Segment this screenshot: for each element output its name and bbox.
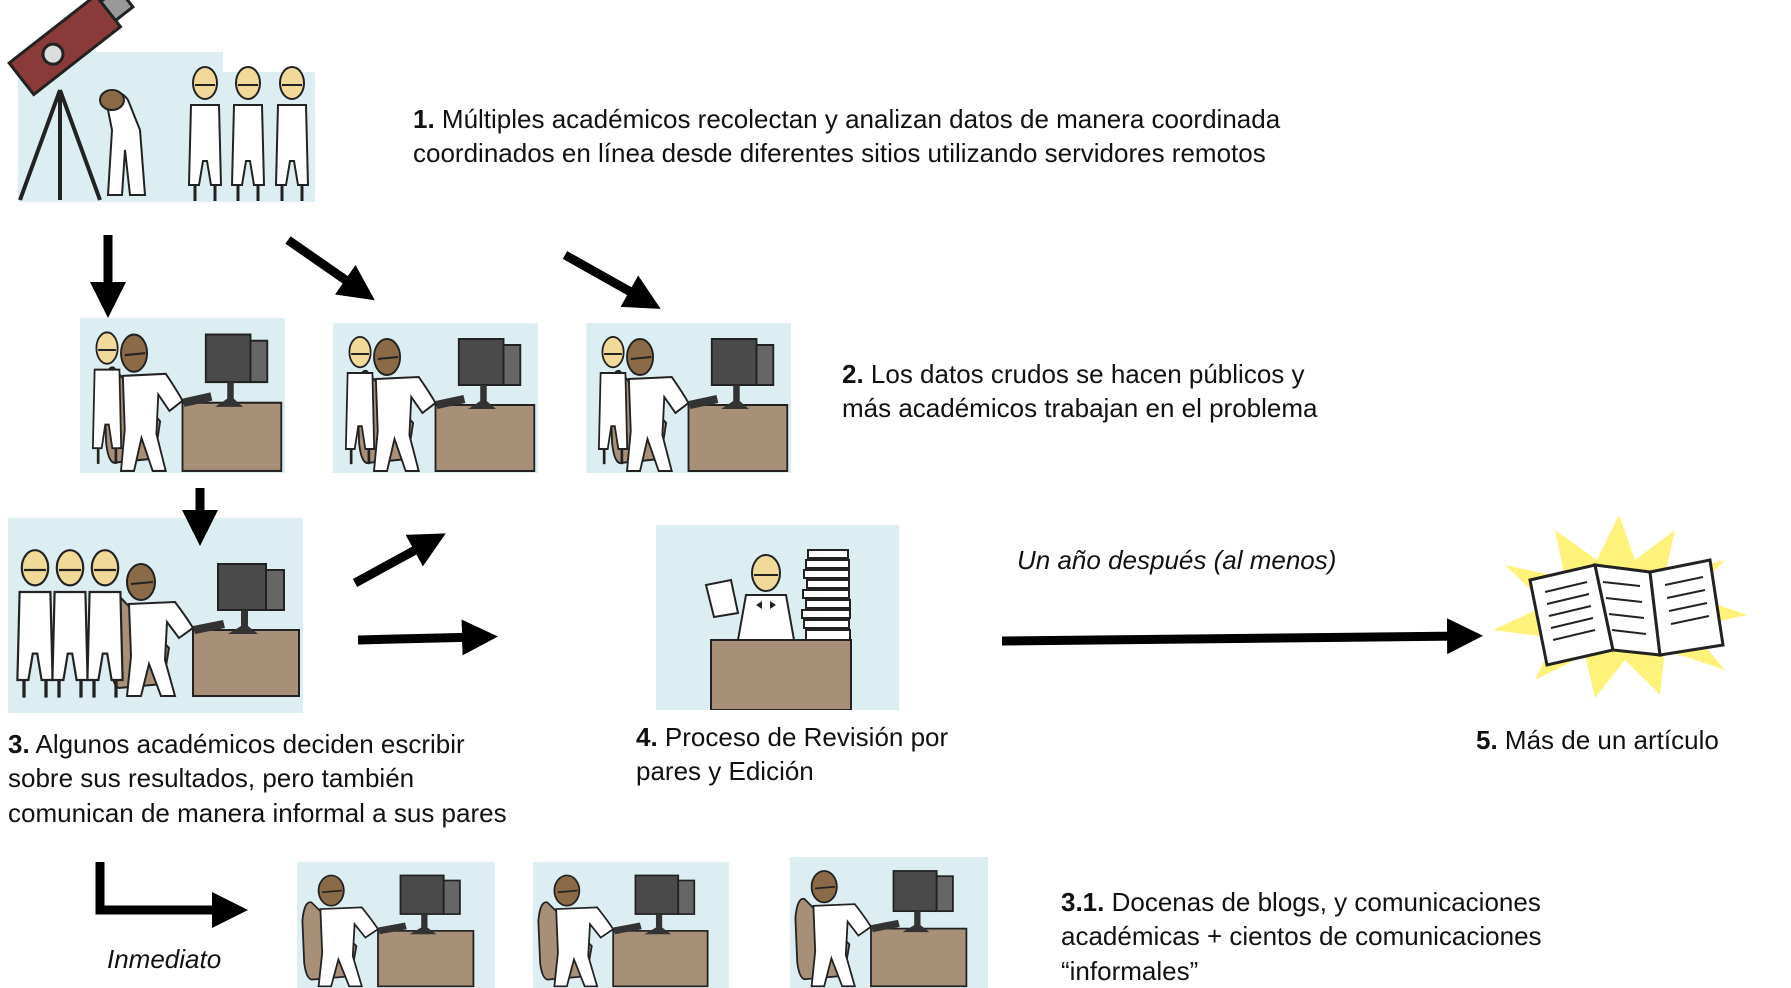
step-3-line-1: Algunos académicos deciden escribir	[29, 729, 465, 759]
step-5-number: 5.	[1476, 725, 1498, 755]
step-1-line-1: Múltiples académicos recolectan y analiz…	[434, 104, 1281, 134]
worker-panel-3	[586, 323, 791, 473]
step-5-line-1: Más de un artículo	[1497, 725, 1719, 755]
writers-panel	[8, 518, 303, 713]
step-3-number: 3.	[8, 729, 30, 759]
step-3-1-line-3: “informales”	[1061, 955, 1199, 986]
delay-label: Un año después (al menos)	[1017, 545, 1337, 575]
telescope-scene	[0, 0, 335, 210]
step-1-line-2: coordinados en línea desde diferentes si…	[413, 138, 1266, 169]
step-1-number: 1.	[413, 104, 435, 134]
step-3-line-2: sobre sus resultados, pero también	[8, 763, 415, 794]
arrow-right-review	[357, 619, 498, 656]
blogger-panel-1	[297, 862, 495, 988]
step-4-text: 4. Proceso de Revisión por pares y Edici…	[636, 720, 948, 789]
step-4-line-1: Proceso de Revisión por	[657, 722, 949, 752]
arrow-immediate	[95, 862, 248, 928]
step-5-text: 5. Más de un artículo	[1476, 723, 1719, 757]
step-3-1-text: 3.1. Docenas de blogs, y comunicaciones …	[1061, 885, 1542, 988]
arrow-diag-1	[285, 236, 375, 301]
step-4-number: 4.	[636, 722, 658, 752]
step-3-line-3: comunican de manera informal a sus pares	[8, 797, 507, 828]
worker-panel-2	[333, 323, 538, 473]
step-4-line-2: pares y Edición	[636, 756, 814, 787]
step-2-number: 2.	[842, 359, 864, 389]
arrow-diag-2	[562, 251, 661, 309]
step-3-1-number: 3.1.	[1061, 887, 1105, 917]
blogger-panel-2	[533, 862, 729, 988]
step-3-1-line-2: académicas + cientos de comunicaciones	[1061, 921, 1542, 952]
step-3-1-line-1: Docenas de blogs, y comunicaciones	[1104, 887, 1541, 917]
review-panel	[656, 525, 899, 710]
worker-panel-1	[80, 318, 285, 473]
step-3-text: 3. Algunos académicos deciden escribir s…	[8, 727, 507, 830]
step-2-text: 2. Los datos crudos se hacen públicos y …	[842, 357, 1317, 426]
articles-illustration	[1485, 510, 1753, 700]
step-2-line-2: más académicos trabajan en el problema	[842, 393, 1318, 424]
immediate-label: Inmediato	[107, 944, 222, 974]
arrow-to-articles	[1001, 618, 1483, 655]
blogger-panel-3	[790, 857, 988, 988]
step-2-line-1: Los datos crudos se hacen públicos y	[863, 359, 1305, 389]
step-1-text: 1. Múltiples académicos recolectan y ana…	[413, 102, 1280, 171]
telescope-illustration	[7, 0, 315, 203]
arrow-up-right	[352, 533, 446, 587]
